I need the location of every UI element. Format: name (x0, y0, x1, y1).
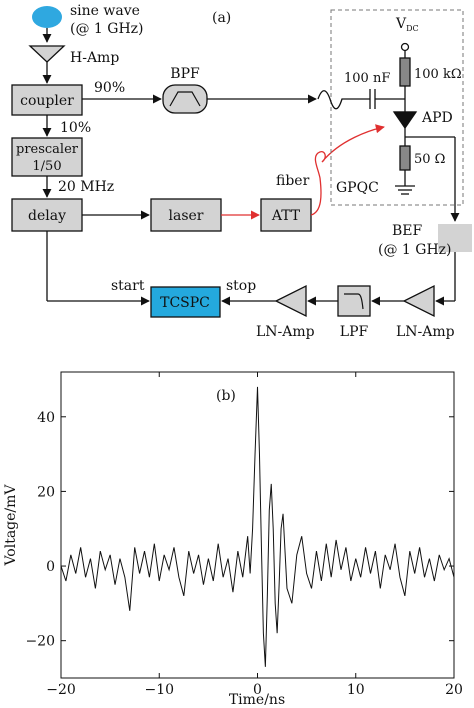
bef-block (438, 224, 472, 252)
gpqc-label: GPQC (336, 180, 379, 196)
capacitor-100nf (369, 89, 376, 109)
bpf-block (162, 84, 208, 114)
x-tick-label: −20 (46, 682, 76, 698)
ground-symbol (395, 185, 415, 195)
fiber-label: fiber (276, 173, 310, 189)
fiber-att-apd (310, 124, 385, 216)
apd-label: APD (421, 110, 453, 126)
laser-label: laser (169, 208, 204, 224)
stop-label: stop (226, 278, 256, 294)
lpf-label: LPF (340, 324, 369, 340)
vdc-label: VDC (395, 16, 419, 33)
bpf-label: BPF (170, 66, 200, 82)
y-tick-label: 20 (37, 484, 55, 500)
ln-amp-left-triangle (274, 284, 307, 318)
ln-amp-right-label: LN-Amp (396, 324, 455, 340)
chart-panel: (b) −20 −10 0 10 20 −20 0 20 40 Time/ns Voltage… (3, 371, 463, 708)
gpqc-box (330, 9, 464, 206)
plot-frame (60, 371, 455, 679)
y-tick-label: −20 (25, 634, 55, 650)
y-tick-label: 0 (46, 559, 55, 575)
resistor-50-label: 50 Ω (414, 152, 445, 167)
resistor-100k (399, 57, 411, 87)
h-amp-label: H-Amp (70, 50, 119, 66)
delay-block (11, 198, 83, 232)
source-label-2: (@ 1 GHz) (70, 21, 144, 37)
resistor-100k-label: 100 kΩ (414, 67, 462, 82)
ln-amp-right-triangle (402, 284, 435, 318)
y-tick-label: 40 (37, 410, 55, 426)
att-label: ATT (271, 208, 301, 224)
cable-squiggle (317, 90, 370, 110)
diagram-panel: (a) sine wave (@ 1 GHz) H-Amp coupler 90… (11, 3, 472, 340)
label-90-percent: 90% (94, 80, 125, 96)
bpf-symbol (169, 91, 201, 107)
prescaler-label-2: 1/50 (32, 159, 61, 174)
label-10-percent: 10% (60, 120, 91, 136)
att-block (260, 198, 312, 232)
bef-label-1: BEF (392, 223, 423, 239)
vdc-terminal (400, 42, 410, 52)
resistor-50 (399, 145, 411, 171)
voltage-series-line (60, 386, 455, 667)
y-axis-label: Voltage/mV (3, 484, 19, 567)
prescaler-block (11, 137, 83, 177)
coupler-block (11, 84, 83, 116)
label-20-mhz: 20 MHz (58, 179, 114, 195)
bef-label-2: (@ 1 GHz) (378, 242, 452, 258)
tcspc-label: TCSPC (160, 295, 210, 311)
apd-diode-symbol (392, 111, 418, 130)
prescaler-label-1: prescaler (16, 142, 79, 157)
panel-label-b: (b) (216, 388, 236, 404)
panel-label-a: (a) (212, 10, 231, 26)
capacitor-label: 100 nF (344, 71, 390, 86)
x-tick-label: 10 (347, 682, 365, 698)
x-tick-label: 20 (445, 682, 463, 698)
x-axis-label: Time/ns (229, 692, 285, 708)
source-label-1: sine wave (70, 3, 140, 19)
x-tick-label: 0 (253, 682, 262, 698)
h-amp-triangle (28, 45, 66, 63)
sine-wave-source (32, 6, 62, 28)
delay-label: delay (28, 208, 66, 224)
y-axis: −20 0 20 40 (25, 410, 454, 650)
ln-amp-left-label: LN-Amp (256, 324, 315, 340)
x-axis: −20 −10 0 10 20 (46, 372, 463, 698)
start-label: start (111, 278, 145, 294)
x-tick-label: −10 (144, 682, 174, 698)
tcspc-block (150, 286, 221, 318)
coupler-label: coupler (20, 93, 74, 109)
lpf-block (337, 285, 371, 317)
lpf-symbol (344, 293, 364, 310)
